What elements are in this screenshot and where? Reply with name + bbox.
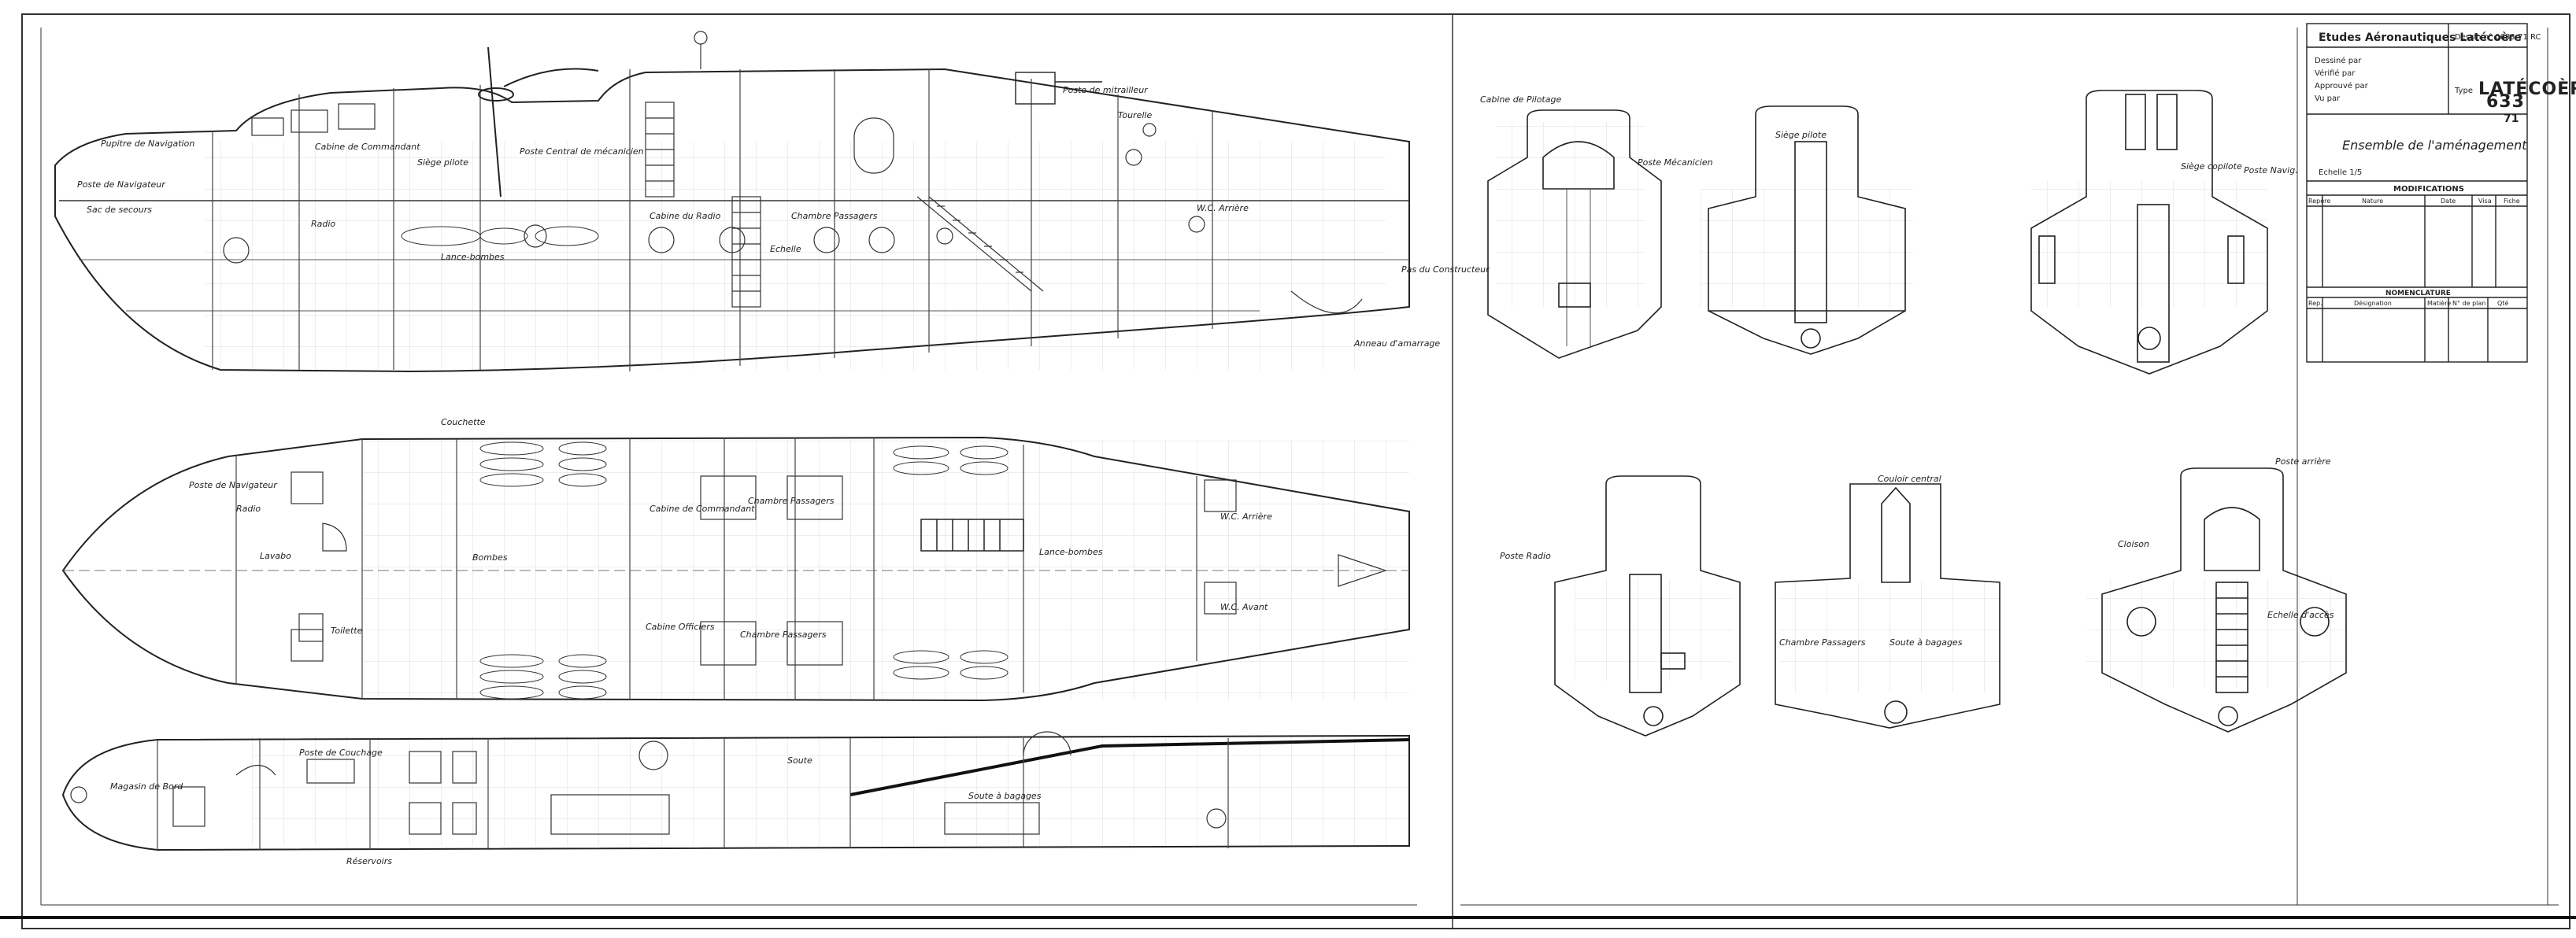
plan-label-1: Poste de Navigateur (189, 480, 278, 490)
section-6 (2086, 467, 2347, 733)
side-label-6: Poste Central de mécanicien (520, 146, 644, 157)
section-label-7: Chambre Passagers (1779, 637, 1866, 648)
nom-col-2: Désignation (2354, 299, 2392, 307)
side-label-7: Cabine du Radio (650, 211, 721, 221)
section-label-11: Echelle d'accès (2267, 610, 2334, 620)
company-name: Etudes Aéronautiques Latécoère (2319, 31, 2522, 44)
cross-sections (1487, 90, 2347, 737)
side-label-3: Sac de secours (87, 205, 152, 215)
sheet-number: 71 (2504, 113, 2519, 125)
side-label-8: Chambre Passagers (791, 211, 878, 221)
mod-col-4: Visa (2478, 198, 2492, 205)
side-label-2: Poste de Navigateur (77, 179, 166, 190)
section-label-4: Siège copilote (2181, 161, 2242, 172)
side-label-5: Cabine de Commandant (315, 142, 420, 152)
title-left-label-1: Dessiné par (2315, 56, 2362, 65)
title-left-label-4: Vu par (2315, 94, 2341, 103)
plan-label-5: Cabine de Commandant (650, 504, 755, 514)
nom-col-1: Rep. (2308, 300, 2322, 307)
side-label-13: Pas du Constructeur (1401, 264, 1490, 275)
drawing-scale: Echelle 1/5 (2319, 168, 2362, 177)
plan-label-10: W.C. Arrière (1220, 511, 1272, 522)
section-label-2: Poste Mécanicien (1638, 157, 1713, 168)
section-label-6: Poste Radio (1500, 551, 1551, 561)
side-label-16: Lance-bombes (441, 252, 505, 262)
mod-col-3: Date (2441, 198, 2456, 205)
plan-label-9: Lance-bombes (1039, 547, 1103, 557)
drawing-title: Ensemble de l'aménagement (2342, 138, 2527, 153)
section-3 (2030, 90, 2268, 375)
section-labels: Cabine de Pilotage Poste Mécanicien Sièg… (1480, 94, 2334, 648)
nom-col-4: N° de plan (2452, 300, 2485, 307)
plan-label-2: Radio (236, 504, 261, 514)
plan-label-6: Chambre Passagers (748, 496, 835, 506)
side-label-1: Pupitre de Navigation (101, 138, 194, 149)
side-label-14: Anneau d'amarrage (1353, 338, 1440, 349)
section-1 (1487, 109, 1662, 359)
side-label-4: Radio (311, 219, 335, 229)
section-label-10: Cloison (2118, 539, 2149, 549)
nom-col-3: Matière (2427, 299, 2451, 307)
mod-col-1: Repère (2308, 197, 2330, 205)
plan-label-8: Chambre Passagers (740, 630, 827, 640)
side-label-15: Echelle (770, 244, 801, 254)
side-label-10: W.C. Arrière (1197, 203, 1249, 213)
lower-deck-view: Magasin de Bord Soute Poste de Couchage … (61, 731, 1410, 866)
lower-label-3: Poste de Couchage (299, 748, 383, 758)
mod-col-2: Nature (2362, 198, 2383, 205)
title-left-label-2: Vérifié par (2315, 68, 2356, 78)
aircraft-model: 633 (2486, 92, 2525, 112)
modifications-header: MODIFICATIONS (2393, 185, 2464, 194)
aircraft-type: LATÉCOÈRE (2478, 79, 2576, 99)
plan-label-12: Bombes (472, 552, 508, 563)
section-label-8: Couloir central (1878, 474, 1941, 484)
lower-label-4: Soute à bagages (968, 791, 1042, 801)
section-5 (1775, 483, 2000, 729)
side-label-12: Tourelle (1118, 110, 1152, 120)
side-label-11: Poste de mitrailleur (1063, 85, 1149, 95)
side-label-9: Siège pilote (417, 157, 468, 168)
nom-col-5: Qté (2497, 299, 2508, 307)
nomenclature-header: NOMENCLATURE (2385, 290, 2451, 297)
plan-label-11: W.C. Avant (1220, 602, 1268, 612)
section-label-9: Soute à bagages (1889, 637, 1963, 648)
section-label-3: Siège pilote (1775, 130, 1827, 140)
plan-label-3: Lavabo (260, 551, 291, 561)
section-label-12: Poste arrière (2275, 456, 2331, 467)
plan-label-4: Toilette (331, 626, 363, 636)
plan-view: Poste de Navigateur Radio Lavabo Toilett… (61, 417, 1410, 702)
lower-label-5: Réservoirs (346, 856, 392, 866)
lower-label-1: Magasin de Bord (110, 781, 183, 792)
side-view: Pupitre de Navigation Poste de Navigateu… (54, 31, 1490, 373)
section-label-5: Poste Navig. (2244, 165, 2298, 175)
title-left-label-3: Approuvé par (2315, 81, 2369, 90)
type-label: Type (2454, 87, 2473, 95)
lower-label-2: Soute (787, 755, 812, 766)
plan-label-13: Couchette (441, 417, 486, 427)
plan-label-7: Cabine Officiers (646, 622, 715, 632)
section-2 (1701, 105, 1913, 355)
title-block: Etudes Aéronautiques Latécoère Dessin n°… (2306, 23, 2576, 363)
sheet-border (0, 13, 2576, 929)
drawing-number: Dessin n° 0683-71 RC (2455, 33, 2541, 42)
mod-col-5: Fiche (2504, 198, 2520, 205)
section-4 (1554, 475, 1741, 737)
section-label-1: Cabine de Pilotage (1480, 94, 1561, 105)
